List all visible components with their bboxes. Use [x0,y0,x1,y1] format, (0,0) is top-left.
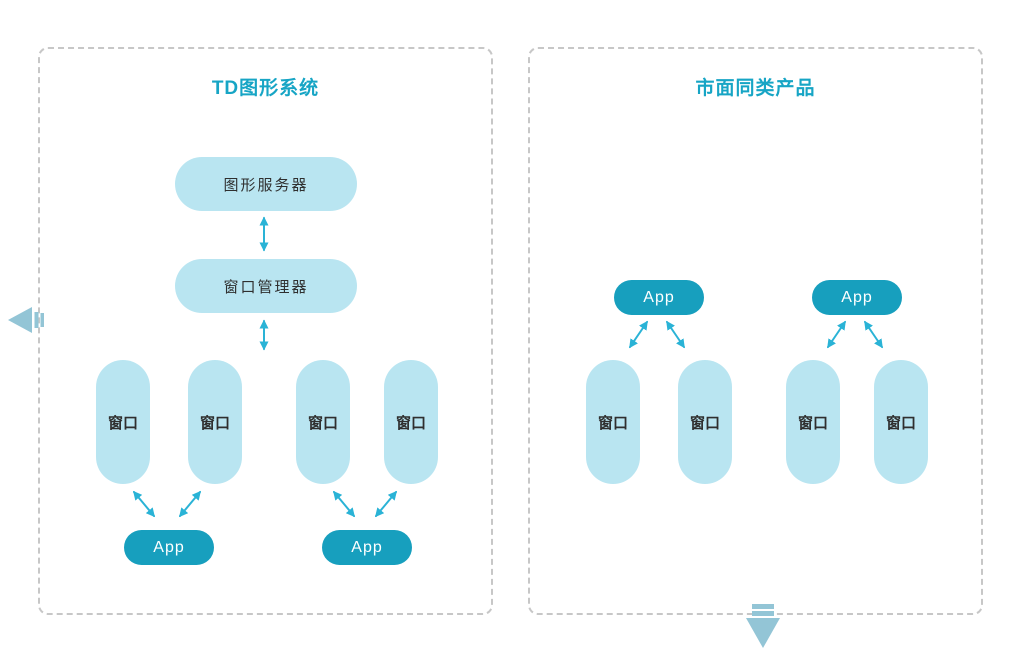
node-window: 窗口 [874,360,928,484]
panel-title: TD图形系统 [211,78,320,99]
node-window: 窗口 [678,360,732,484]
node-graphics-server: 图形服务器 [175,157,357,211]
panel-td-graphics-system: TD图形系统 图形服务器 窗口管理器 窗口 窗口 窗口 窗口 App App [38,47,493,615]
node-app: App [124,530,214,565]
node-window: 窗口 [384,360,438,484]
node-window: 窗口 [188,360,242,484]
node-app: App [322,530,412,565]
node-window: 窗口 [296,360,350,484]
node-window-manager: 窗口管理器 [175,259,357,313]
panel-title: 市面同类产品 [695,78,816,99]
panel-market-products: 市面同类产品 App App 窗口 窗口 窗口 窗口 [528,47,983,615]
node-window: 窗口 [786,360,840,484]
node-app: App [812,280,902,315]
node-window: 窗口 [96,360,150,484]
node-app: App [614,280,704,315]
node-window: 窗口 [586,360,640,484]
